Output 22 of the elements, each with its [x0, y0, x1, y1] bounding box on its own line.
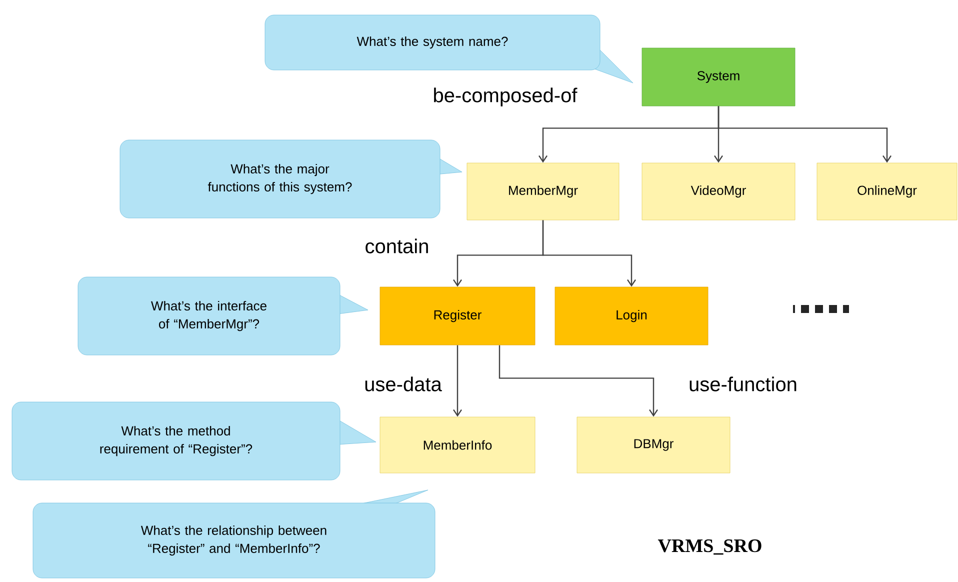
relation-label: use-function — [690, 376, 796, 392]
arrow — [542, 220, 636, 287]
speech-bubble: What’s the major functions of this system? — [120, 140, 462, 218]
arrow — [453, 345, 462, 417]
process-box: VideoMgr — [642, 162, 796, 220]
speech-bubble: What’s the relationship between “Register” and “MemberInfo”? — [32, 490, 436, 578]
process-box: OnlineMgr — [816, 162, 958, 220]
process-box: MemberInfo — [380, 416, 536, 474]
speech-bubble: What’s the system name? — [264, 14, 634, 84]
relation-label: use-data — [365, 376, 442, 392]
process-box: Login — [554, 286, 708, 346]
arrow — [498, 345, 658, 417]
process-box: System — [642, 48, 796, 106]
process-box: DBMgr — [576, 416, 730, 474]
name-label: VRMS_SRO — [658, 539, 762, 555]
speech-bubble: What’s the method requirement of “Register”? — [12, 402, 376, 480]
relation-label: contain — [366, 238, 428, 254]
process-box: Register — [380, 286, 536, 346]
relation-label: be-composed-of — [434, 88, 578, 106]
process-box: MemberMgr — [466, 162, 620, 220]
speech-bubble: What’s the interface of “MemberMgr”? — [78, 276, 368, 356]
arrow — [718, 106, 892, 163]
